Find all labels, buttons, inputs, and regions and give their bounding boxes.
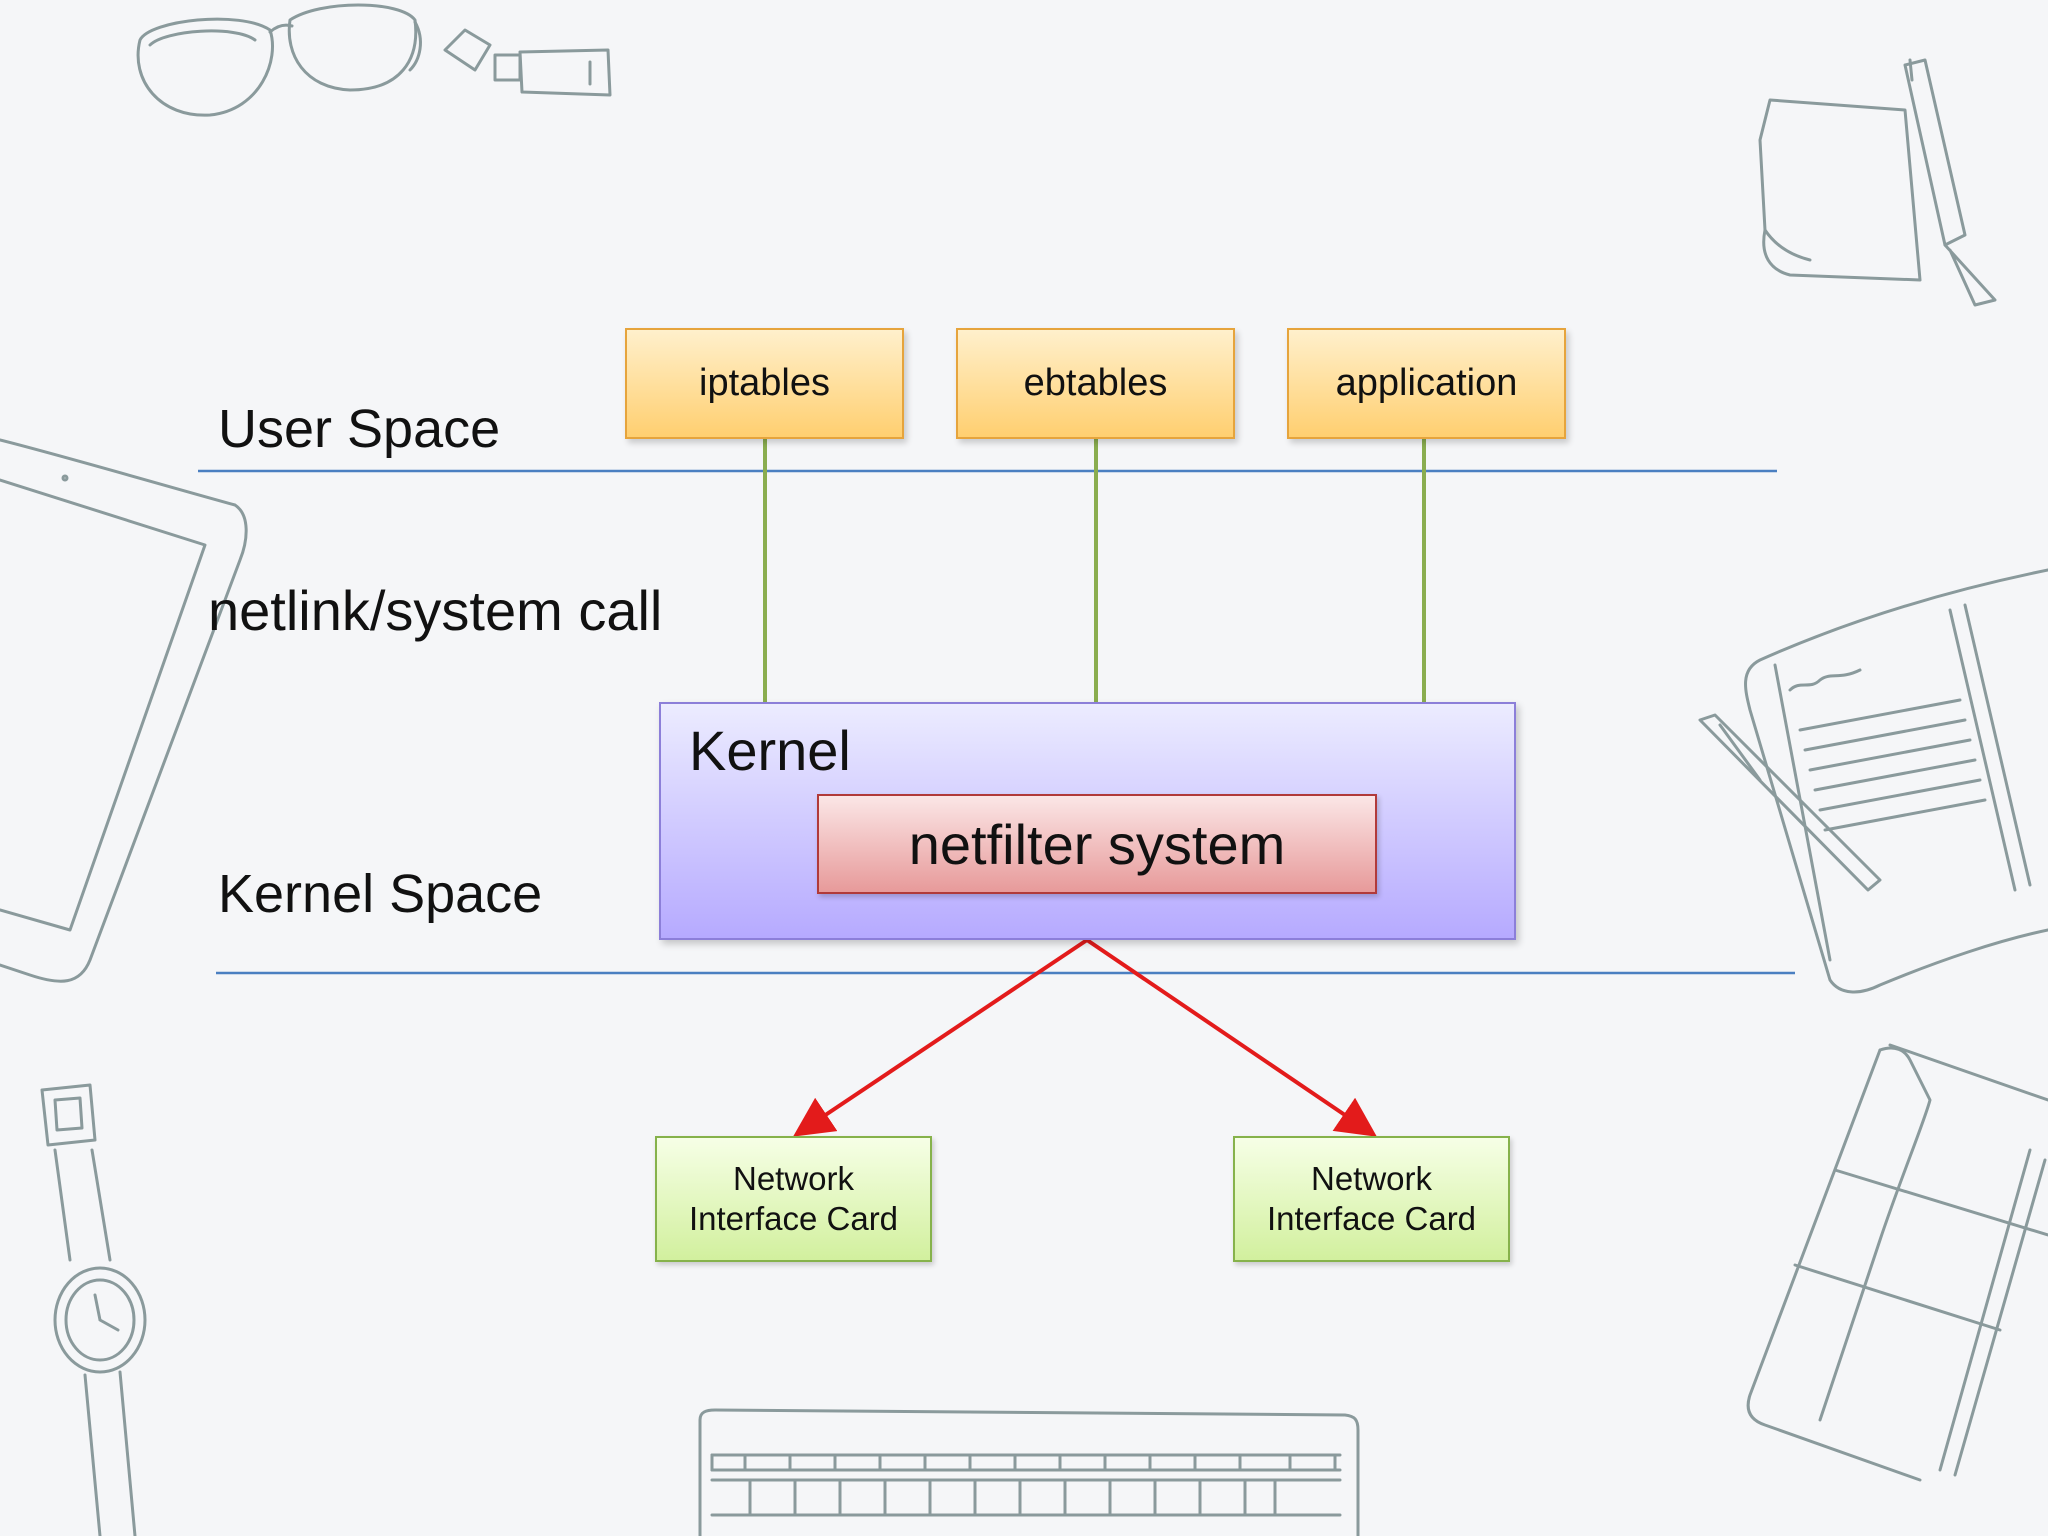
netfilter-box: netfilter system xyxy=(817,794,1377,894)
user-space-label: User Space xyxy=(218,399,501,459)
kernel-title: Kernel xyxy=(689,719,851,782)
watch-doodle xyxy=(40,1083,147,1536)
tablet-doodle xyxy=(0,438,248,983)
arrow-to-nic-right xyxy=(1085,938,1377,1137)
nic-box-left: Network Interface Card xyxy=(655,1136,932,1262)
keyboard-doodle xyxy=(698,1408,1360,1536)
notebook-doodle xyxy=(1698,568,2048,994)
arrow-to-nic-left xyxy=(793,938,1089,1137)
syscall-label: netlink/system call xyxy=(208,579,663,642)
ebtables-box: ebtables xyxy=(956,328,1235,439)
nic-left-line1: Network xyxy=(732,1160,855,1197)
iptables-box: iptables xyxy=(625,328,904,439)
ebtables-label: ebtables xyxy=(1023,362,1168,404)
application-label: application xyxy=(1335,362,1518,404)
closed-notebook-doodle xyxy=(1746,1043,2048,1482)
glasses-doodle xyxy=(136,3,422,117)
application-box: application xyxy=(1287,328,1566,439)
nic-box-right: Network Interface Card xyxy=(1233,1136,1510,1262)
nic-right-line2: Interface Card xyxy=(1266,1200,1477,1237)
nic-left-line2: Interface Card xyxy=(688,1200,899,1237)
kernel-space-label: Kernel Space xyxy=(218,864,543,924)
nic-right-line1: Network xyxy=(1310,1160,1433,1197)
notepad-doodle xyxy=(1758,58,1997,307)
iptables-label: iptables xyxy=(699,362,830,404)
kernel-box: Kernel netfilter system xyxy=(659,702,1516,940)
netfilter-label: netfilter system xyxy=(908,812,1286,876)
usb-stick-doodle xyxy=(443,28,612,97)
